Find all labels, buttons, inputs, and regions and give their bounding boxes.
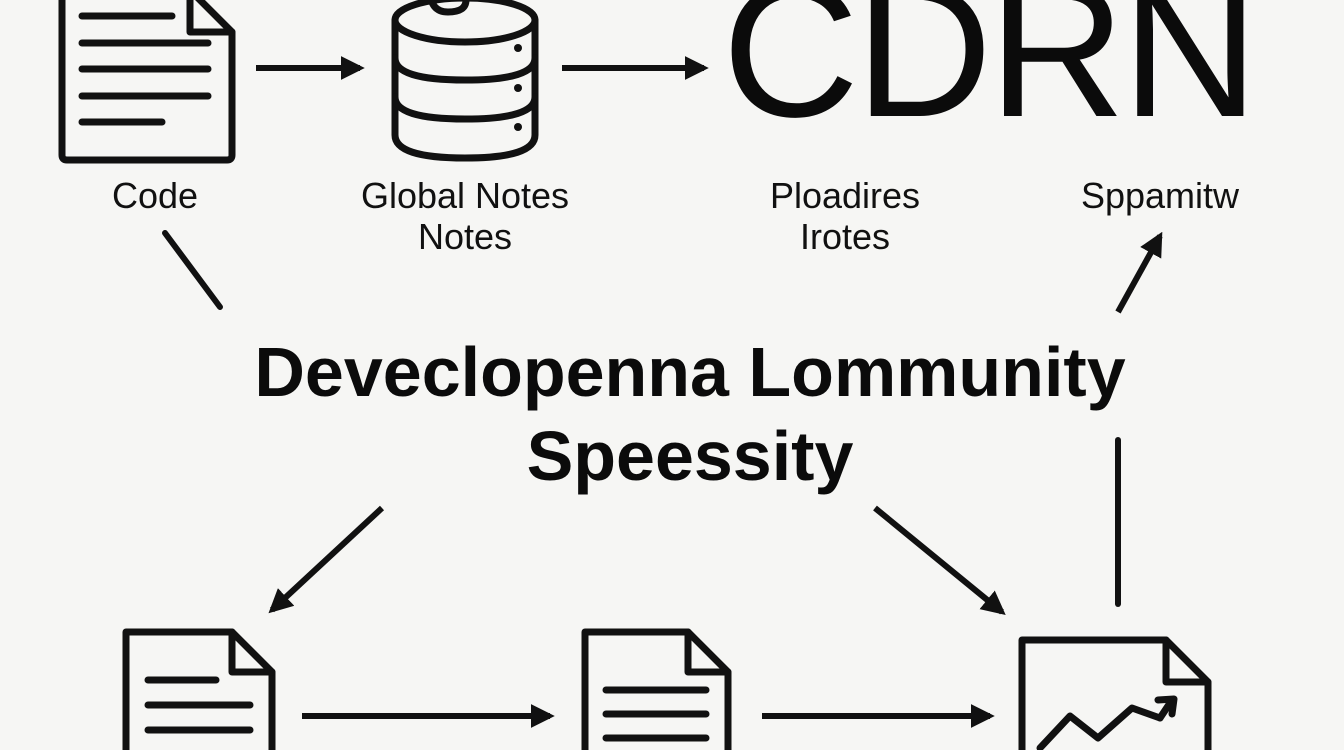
node-label-sppamitw: Sppamitw [1045, 175, 1275, 217]
node-label-global-notes: Global Notes Notes [330, 175, 600, 257]
arrow-to-sppamitw [1115, 231, 1163, 314]
center-title-line-1: Deveclopenna Lommunity [254, 333, 1126, 411]
node-label-ploadires: Ploadires Irotes [730, 175, 960, 257]
bottom-middle-document-icon [581, 628, 732, 750]
node-label-line: Code [111, 175, 199, 216]
node-label-line: Sppamitw [1080, 175, 1240, 216]
node-label-line: Irotes [799, 215, 891, 257]
node-label-line: Notes [417, 215, 513, 257]
node-label-line: Global Notes [360, 175, 570, 216]
bottom-left-document-icon [122, 628, 276, 750]
node-label-code: Code [80, 175, 230, 217]
arrow-title-to-bottom-right [873, 505, 1006, 616]
arrow-title-to-bottom-left [268, 505, 385, 614]
database-icon [391, 0, 539, 162]
code-document-icon [58, 0, 236, 164]
node-label-line: Ploadires [769, 175, 921, 216]
cdrn-logo: CDRN [722, 0, 1259, 157]
line-code-to-title [162, 230, 223, 310]
center-title-line-2: Speessity [526, 417, 854, 495]
center-title: Deveclopenna Lommunity Speessity [150, 330, 1230, 498]
bottom-right-chart-document-icon [1018, 636, 1212, 750]
